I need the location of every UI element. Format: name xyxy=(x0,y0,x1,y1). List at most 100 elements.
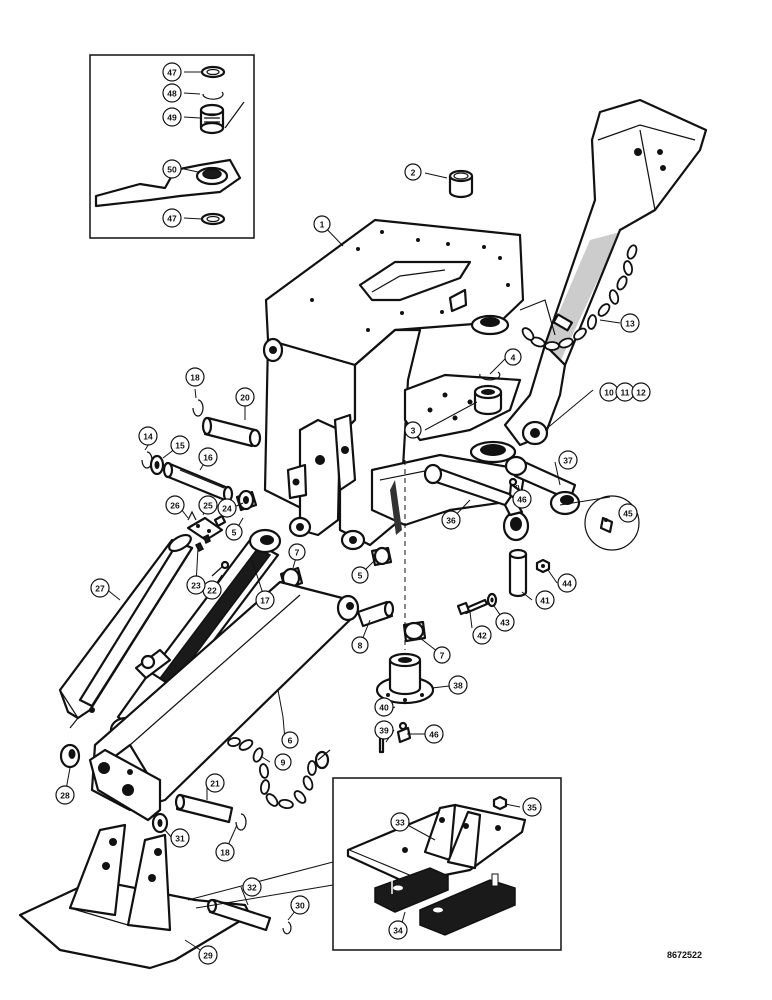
pin-8 xyxy=(356,600,395,628)
callout-circle xyxy=(138,426,158,446)
callout-circle xyxy=(522,797,542,817)
callout-21: 21 xyxy=(205,773,225,793)
callout-25: 25 xyxy=(198,495,218,515)
callout-circle xyxy=(274,753,292,771)
inset-leader-pads-2 xyxy=(195,884,334,909)
callout-label: 31 xyxy=(175,834,185,844)
callout-label: 10 xyxy=(604,388,614,398)
callout-circle xyxy=(441,510,461,530)
callout-label: 12 xyxy=(636,388,646,398)
callout-label: 8 xyxy=(358,641,363,651)
bushing-2 xyxy=(448,169,474,199)
callout-label: 5 xyxy=(232,528,237,538)
callout-label: 4 xyxy=(511,353,516,363)
snap-ring-18-bottom xyxy=(235,813,247,831)
callout-label: 6 xyxy=(288,736,293,746)
callout-23: 23 xyxy=(186,575,206,595)
callout-label: 18 xyxy=(190,373,200,383)
callout-label: 47 xyxy=(167,68,177,78)
callout-circle xyxy=(558,450,578,470)
callout-label: 17 xyxy=(260,596,270,606)
callout-27: 27 xyxy=(90,578,110,598)
callout-circle xyxy=(404,421,422,439)
callout-29: 29 xyxy=(198,945,218,965)
callout-circle xyxy=(170,828,190,848)
callout-36: 36 xyxy=(441,510,461,530)
callout-circle xyxy=(235,387,255,407)
callout-circle xyxy=(198,495,218,515)
callout-46: 46 xyxy=(512,489,532,509)
callout-label: 22 xyxy=(207,586,217,596)
callout-label: 33 xyxy=(395,818,405,828)
callout-label: 7 xyxy=(440,651,445,661)
callout-35: 35 xyxy=(522,797,542,817)
callout-circle xyxy=(165,495,185,515)
swivel-38 xyxy=(375,652,435,705)
callout-10: 10 xyxy=(599,382,619,402)
callout-47: 47 xyxy=(162,62,182,82)
callout-circle xyxy=(504,348,522,366)
callout-label: 32 xyxy=(247,883,257,893)
grease-fitting-46b xyxy=(396,721,412,744)
callout-circle xyxy=(374,697,394,717)
callout-circle xyxy=(288,543,306,561)
callout-circle xyxy=(162,208,182,228)
callout-18: 18 xyxy=(215,842,235,862)
callout-50: 50 xyxy=(162,159,182,179)
callout-circle xyxy=(351,636,369,654)
callout-label: 48 xyxy=(167,89,177,99)
callout-circle xyxy=(351,566,369,584)
callout-label: 49 xyxy=(167,113,177,123)
callout-circle xyxy=(313,215,331,233)
callout-label: 43 xyxy=(500,618,510,628)
callout-9: 9 xyxy=(274,753,292,771)
callout-45: 45 xyxy=(618,503,638,523)
callout-label: 46 xyxy=(517,495,527,505)
callout-label: 38 xyxy=(453,681,463,691)
callout-circle xyxy=(162,62,182,82)
washer-31 xyxy=(151,812,169,834)
callout-label: 39 xyxy=(379,726,389,736)
callout-label: 13 xyxy=(625,319,635,329)
bushing-5-upper xyxy=(235,489,258,512)
callout-circle xyxy=(255,590,275,610)
pin-20 xyxy=(201,416,262,448)
callout-2: 2 xyxy=(404,163,422,181)
callout-label: 2 xyxy=(411,168,416,178)
chain-9 xyxy=(227,737,331,810)
callout-label: 24 xyxy=(222,504,232,514)
pad-29 xyxy=(18,823,252,970)
callout-label: 26 xyxy=(170,501,180,511)
callout-11: 11 xyxy=(615,382,635,402)
callout-label: 23 xyxy=(191,581,201,591)
callout-label: 42 xyxy=(477,631,487,641)
callout-12: 12 xyxy=(631,382,651,402)
callout-16: 16 xyxy=(198,447,218,467)
callout-14: 14 xyxy=(138,426,158,446)
callout-label: 1 xyxy=(320,220,325,230)
snap-ring-18-top xyxy=(192,399,204,417)
callout-4: 4 xyxy=(504,348,522,366)
callout-circle xyxy=(55,785,75,805)
callout-circle xyxy=(162,107,182,127)
callout-1: 1 xyxy=(313,215,331,233)
callout-label: 25 xyxy=(203,501,213,511)
callout-label: 36 xyxy=(446,516,456,526)
callout-label: 20 xyxy=(240,393,250,403)
callout-label: 27 xyxy=(95,584,105,594)
callout-circle xyxy=(404,163,422,181)
pin-16 xyxy=(162,461,234,503)
callout-circle xyxy=(215,842,235,862)
washer-15 xyxy=(149,454,165,476)
swing-bearing-3 xyxy=(473,384,503,416)
chain-13 xyxy=(521,244,638,351)
callout-42: 42 xyxy=(472,625,492,645)
callout-label: 47 xyxy=(167,214,177,224)
callout-39: 39 xyxy=(374,720,394,740)
arm-37 xyxy=(504,455,581,516)
callout-48: 48 xyxy=(162,83,182,103)
callout-circle xyxy=(620,313,640,333)
callout-22: 22 xyxy=(202,580,222,600)
